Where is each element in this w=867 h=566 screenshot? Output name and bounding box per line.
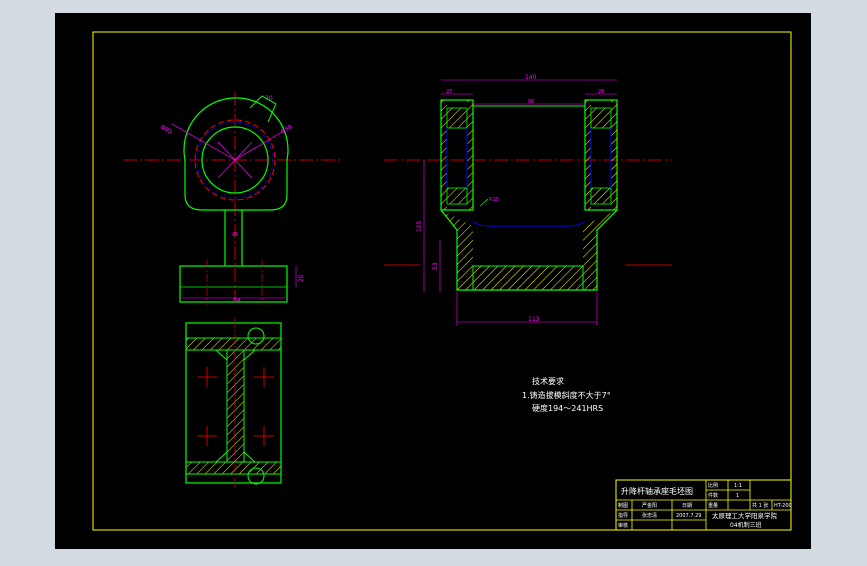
- bore-circle: [201, 126, 269, 194]
- checker-name: 张忠清: [642, 512, 657, 519]
- side-view: 140 27 86 28 R10 105: [384, 74, 672, 326]
- section-hatch-top: [185, 337, 282, 351]
- title-block: 升降杆轴承座毛坯图 比例 1:1 件数 1 重量 共 1 张 HT-200 制图…: [615, 479, 792, 531]
- bore-outer-circle: [194, 119, 276, 201]
- notes-heading: 技术要求: [532, 376, 564, 386]
- section-hatch-bottom: [185, 461, 282, 475]
- drawing-sheet: [55, 13, 811, 549]
- dim-text-stem: 45: [232, 232, 238, 238]
- base-hatch: [472, 265, 584, 291]
- sheet-count: 共 1 张: [752, 502, 768, 509]
- section-hatch-stem: [226, 349, 245, 463]
- dim-leader: [234, 131, 283, 161]
- dim-text-inner-width: 86: [528, 99, 534, 105]
- dim-text-base-height: 20: [298, 274, 305, 282]
- notes-line-1: 1.铸造拔模斜度不大于7°: [522, 390, 611, 400]
- dim-text-radius: R10: [489, 197, 499, 203]
- dim-text-overall-width: 140: [525, 74, 537, 81]
- bore-hidden-circle: [196, 121, 274, 199]
- right-post-hatch: [611, 100, 617, 210]
- boss-outline: [183, 97, 289, 211]
- scale-value: 1:1: [734, 483, 742, 489]
- left-foot: [446, 187, 468, 205]
- dim-text-side-base-height: 53: [432, 262, 439, 270]
- designer-label: 制图: [618, 502, 628, 509]
- right-post-hatch-inner: [585, 100, 591, 210]
- left-post-hatch-inner: [467, 100, 473, 210]
- dim-leader: [171, 123, 236, 161]
- date: 2007.7.29: [676, 513, 701, 519]
- right-cap: [590, 107, 612, 129]
- dim-leader: [217, 141, 253, 179]
- lower-right-hatch: [583, 210, 617, 290]
- dim-text-right-flange: 28: [598, 89, 604, 95]
- fillet-lines: [215, 349, 256, 463]
- dim-text-base-width: 84: [233, 297, 241, 304]
- bolt-hole-centers: [197, 367, 274, 446]
- lug-circle-bottom: [247, 467, 265, 485]
- school-name: 太原理工大学阳泉学院: [712, 511, 778, 520]
- notes-line-2: 硬度194～241HRS: [532, 403, 603, 413]
- dim-text-left-flange: 27: [446, 89, 452, 95]
- dim-text-height: 105: [416, 220, 423, 232]
- qty-label: 件数: [708, 492, 718, 499]
- scale-label: 比例: [708, 482, 718, 489]
- title-block-frame: [615, 479, 792, 531]
- drawing-number: HT-200: [774, 503, 792, 509]
- left-cap: [446, 107, 468, 129]
- technical-requirements: 技术要求 1.铸造拔模斜度不大于7° 硬度194～241HRS: [522, 376, 611, 413]
- checker-label: 指导: [618, 512, 628, 519]
- approve-label: 审核: [618, 522, 628, 529]
- dim-text-bottom-width: 113: [528, 316, 540, 323]
- top-view: [185, 318, 282, 490]
- lower-left-hatch: [441, 210, 473, 290]
- class-name: 04机制三班: [730, 521, 762, 529]
- base-outline: [179, 265, 288, 303]
- top-view-outline: [185, 322, 282, 484]
- lug-circle-top: [247, 327, 265, 345]
- dim-text-angle: 30: [265, 95, 273, 102]
- designer-name: 严金阳: [642, 502, 657, 509]
- inner-curve: [472, 221, 584, 227]
- drawing-name: 升降杆轴承座毛坯图: [621, 486, 693, 496]
- qty-value: 1: [736, 493, 739, 499]
- border-frame: [92, 31, 792, 531]
- radius-leader: [479, 198, 489, 207]
- weight-label: 重量: [708, 502, 718, 509]
- right-foot: [590, 187, 612, 205]
- review-label: 日期: [682, 503, 692, 509]
- left-post-hatch: [441, 100, 447, 210]
